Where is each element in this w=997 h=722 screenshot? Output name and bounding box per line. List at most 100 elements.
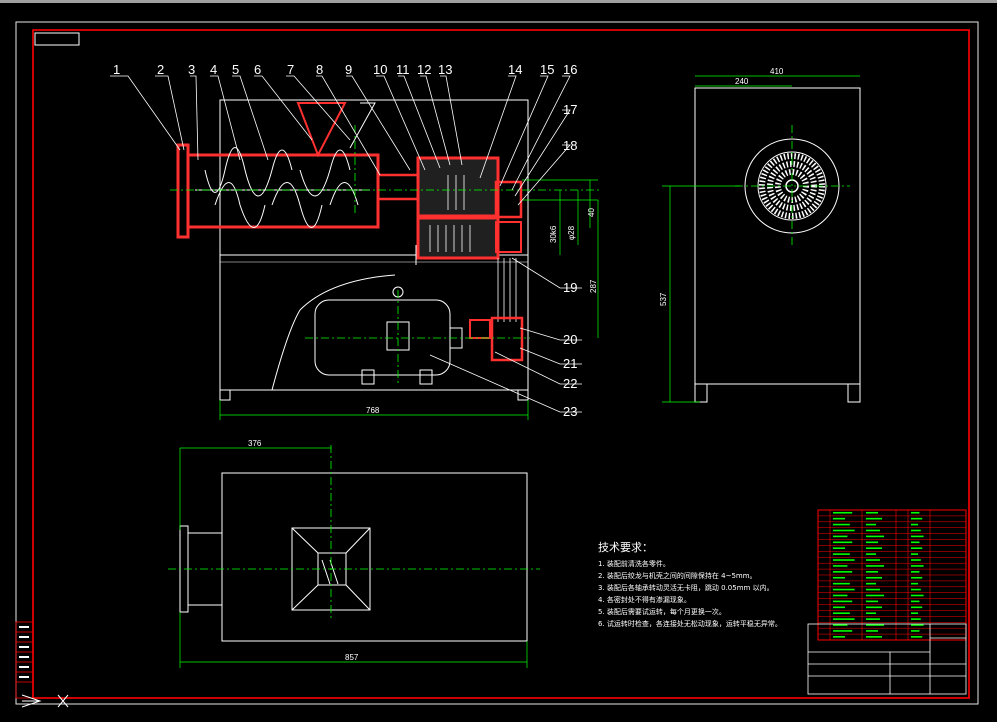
leader-4: 4 (210, 62, 217, 77)
leader-12: 12 (417, 62, 431, 77)
dim-857: 857 (345, 653, 359, 662)
left-margin-table (15, 621, 34, 699)
top-view (168, 445, 540, 668)
leader-2: 2 (157, 62, 164, 77)
dim-768: 768 (366, 406, 380, 415)
parts-list-scribble (911, 588, 921, 591)
dim-537: 537 (659, 292, 668, 306)
parts-list-scribble (833, 523, 850, 526)
tech-item-5: 5. 装配后需要试运转，每个月更换一次。 (598, 607, 726, 616)
outer-border (15, 21, 979, 705)
leader-17: 17 (563, 102, 577, 117)
parts-list-table (817, 509, 967, 641)
leader-13: 13 (438, 62, 452, 77)
leader-11: 11 (396, 62, 410, 77)
dim-287: 287 (589, 279, 598, 293)
parts-list-scribble (911, 624, 924, 626)
parts-list-scribble (866, 612, 876, 615)
parts-list-scribble (866, 565, 884, 567)
dim-fit-phi28: φ28 (567, 225, 576, 240)
parts-list-scribble (911, 547, 923, 550)
tech-item-4: 4. 各密封处不得有渗漏现象。 (598, 595, 691, 604)
tech-item-1: 1. 装配前清洗各零件。 (598, 559, 670, 568)
parts-list-scribble (866, 571, 878, 573)
parts-list-scribble (833, 559, 855, 561)
parts-list-scribble (833, 594, 848, 597)
leader-10: 10 (373, 62, 387, 77)
parts-list-scribble (911, 517, 923, 520)
parts-list-scribble (866, 594, 884, 597)
tech-item-6: 6. 试运转时检查，各连接处无松动现象，运转平稳无异常。 (598, 619, 782, 628)
parts-list-scribble (866, 553, 876, 555)
parts-list-scribble (911, 553, 918, 555)
parts-list-scribble (833, 606, 845, 609)
parts-list-scribble (911, 618, 921, 620)
parts-list-scribble (866, 559, 880, 561)
tech-item-2: 2. 装配后绞龙与机壳之间的间隙保持在 4~5mm。 (598, 571, 757, 580)
parts-list-scribble (911, 511, 920, 514)
parts-list-scribble (866, 547, 882, 550)
parts-list-scribble (911, 576, 923, 579)
parts-list-scribble (833, 624, 848, 626)
parts-list-scribble (833, 541, 853, 544)
dim-40: 40 (587, 208, 596, 217)
tech-requirements: 技术要求： 1. 装配前清洗各零件。 2. 装配后绞龙与机壳之间的间隙保持在 4… (598, 541, 782, 628)
leader-22: 22 (563, 376, 577, 391)
leader-18: 18 (563, 138, 577, 153)
parts-list-scribble (833, 511, 853, 514)
parts-list-scribble (833, 529, 855, 532)
drawing-number-box (34, 32, 80, 46)
parts-list-scribble (866, 511, 878, 514)
parts-list-scribble (866, 541, 878, 544)
drawing-frame (32, 29, 970, 699)
parts-list-scribble (866, 636, 882, 638)
parts-list-scribble (911, 630, 920, 632)
leader-8: 8 (316, 62, 323, 77)
parts-list-scribble (833, 535, 848, 538)
leader-20: 20 (563, 332, 577, 347)
dim-fit-30k6: 30k6 (549, 225, 558, 243)
leader-3: 3 (188, 62, 195, 77)
leader-21: 21 (563, 356, 577, 371)
front-view (110, 75, 600, 420)
parts-list-scribble (911, 541, 920, 544)
parts-list-scribble (833, 588, 855, 591)
parts-list-scribble (911, 582, 918, 585)
parts-list-scribble (911, 606, 923, 609)
dim-376: 376 (248, 439, 262, 448)
tech-title: 技术要求： (598, 541, 653, 554)
parts-list-scribble (866, 523, 876, 526)
leader-16: 16 (563, 62, 577, 77)
parts-list-scribble (833, 600, 853, 603)
leader-19: 19 (563, 280, 577, 295)
dim-240: 240 (735, 77, 749, 86)
parts-list-scribble (833, 630, 853, 632)
title-block (807, 623, 967, 695)
parts-list-scribble (833, 565, 848, 567)
left-margin-text (19, 626, 29, 678)
leader-1: 1 (113, 62, 120, 77)
parts-list-scribble (911, 559, 921, 561)
parts-list-scribble (833, 547, 845, 550)
parts-list-scribble (911, 612, 918, 615)
tech-item-3: 3. 装配后各轴承转动灵活无卡阻，跳动 0.05mm 以内。 (598, 583, 774, 592)
leader-14: 14 (508, 62, 522, 77)
parts-list-scribble (911, 529, 921, 532)
ucs-icon (21, 694, 69, 708)
leader-7: 7 (287, 62, 294, 77)
parts-list-scribble (866, 606, 882, 609)
parts-list-scribble (833, 612, 850, 615)
parts-list-scribble (833, 582, 850, 585)
parts-list-scribble (833, 576, 845, 579)
leader-5: 5 (232, 62, 239, 77)
parts-list-scribble (866, 600, 878, 603)
parts-list-scribble (866, 630, 878, 632)
parts-list-scribble (866, 576, 882, 579)
leader-6: 6 (254, 62, 261, 77)
viewport-top-strip (0, 0, 997, 3)
parts-list-scribble (911, 565, 924, 567)
parts-list-scribble (833, 636, 845, 638)
leader-15: 15 (540, 62, 554, 77)
parts-list-scribble (866, 529, 880, 532)
